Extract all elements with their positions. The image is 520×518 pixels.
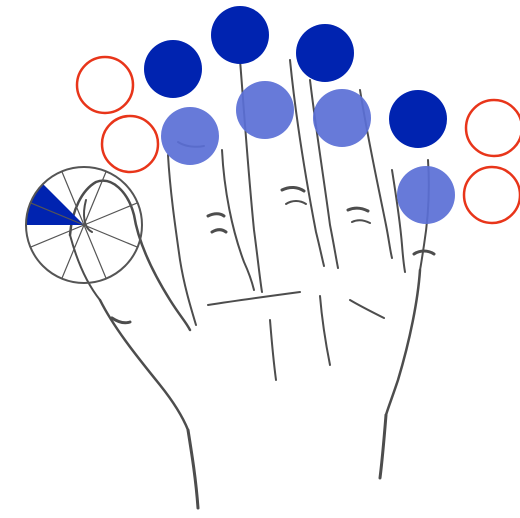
little-crease [414, 251, 434, 254]
translucent-marker [236, 81, 294, 139]
empty-marker [466, 100, 520, 156]
translucent-marker [313, 89, 371, 147]
empty-marker [102, 116, 158, 172]
translucent-marker [161, 107, 219, 165]
empty-marker [464, 167, 520, 223]
solid-marker [389, 90, 447, 148]
solid-marker [296, 24, 354, 82]
index-finger-left [168, 155, 196, 325]
translucent-marker [397, 166, 455, 224]
palm-crease-2 [270, 320, 276, 380]
index-crease-1 [208, 214, 224, 216]
thumb-crease [112, 318, 130, 323]
thumb-dial [26, 167, 142, 283]
middle-crease-2 [286, 201, 306, 204]
wrist-left-line [188, 430, 198, 508]
index-crease-2 [212, 230, 226, 232]
finger-markers [77, 6, 520, 224]
palm-right-edge [386, 270, 420, 415]
ring-crease-1 [348, 208, 368, 211]
wrist-right-line [380, 415, 386, 478]
palm-crease-4 [350, 300, 384, 318]
middle-crease-1 [282, 187, 304, 191]
palm-crease-1 [208, 292, 300, 305]
middle-finger-right [290, 60, 324, 266]
palm-crease-3 [320, 296, 330, 365]
thumb-inner-line [70, 235, 100, 300]
solid-marker [211, 6, 269, 64]
ring-crease-2 [352, 220, 370, 223]
solid-marker [144, 40, 202, 98]
empty-marker [77, 57, 133, 113]
